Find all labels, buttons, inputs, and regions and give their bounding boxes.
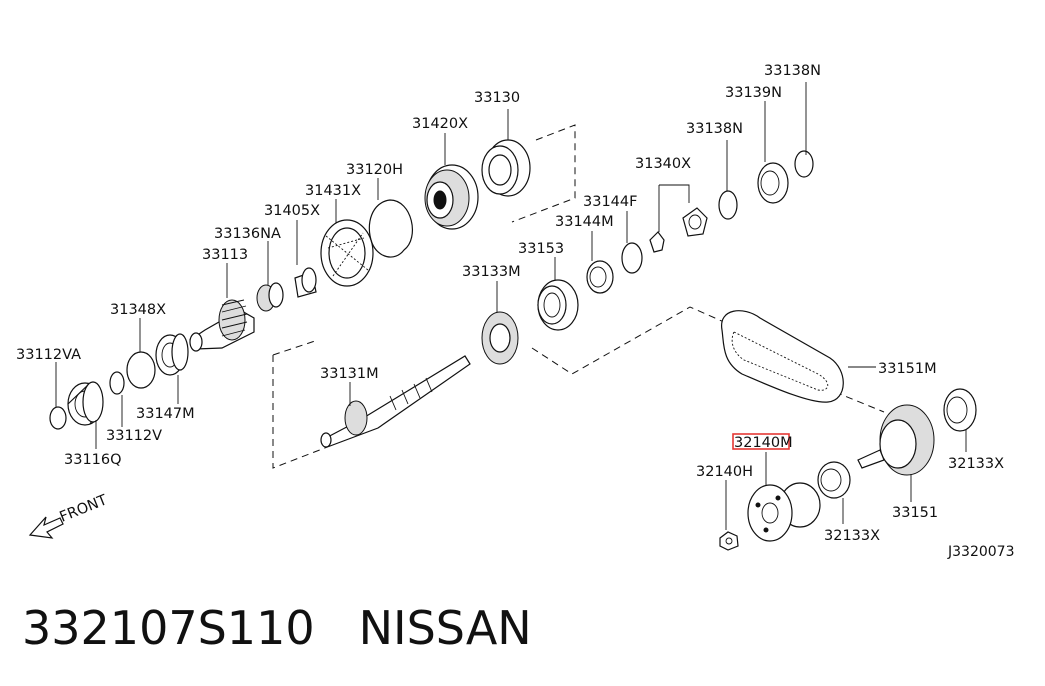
label-31431x[interactable]: 31431X bbox=[305, 183, 361, 199]
snap-ring-33112v[interactable] bbox=[109, 371, 125, 395]
label-33151[interactable]: 33151 bbox=[892, 505, 938, 521]
snap-ring-33112va[interactable] bbox=[49, 406, 67, 430]
drawing-code: J3320073 bbox=[947, 544, 1014, 560]
bearing-33139n[interactable] bbox=[757, 162, 789, 204]
label-33130[interactable]: 33130 bbox=[474, 90, 520, 106]
clutch-hub-31420x[interactable] bbox=[424, 164, 479, 230]
label-32140h[interactable]: 32140H bbox=[696, 464, 753, 480]
drive-chain-33151m[interactable] bbox=[721, 310, 844, 403]
bearing-33144m[interactable] bbox=[586, 260, 614, 294]
label-31340x[interactable]: 31340X bbox=[635, 156, 691, 172]
companion-flange-32140m[interactable] bbox=[747, 482, 821, 542]
label-33153[interactable]: 33153 bbox=[518, 241, 564, 257]
main-shaft-33131m[interactable] bbox=[320, 355, 471, 448]
nut-32140h[interactable] bbox=[719, 531, 739, 551]
front-arrow-icon: FRONT bbox=[28, 492, 110, 539]
label-32133x-right[interactable]: 32133X bbox=[948, 456, 1004, 472]
label-32133x[interactable]: 32133X bbox=[824, 528, 880, 544]
snap-ring-31348x[interactable] bbox=[126, 351, 156, 389]
label-31405x[interactable]: 31405X bbox=[264, 203, 320, 219]
label-33131m[interactable]: 33131M bbox=[320, 366, 379, 382]
label-33120h[interactable]: 33120H bbox=[346, 162, 403, 178]
assembly-dashed-outlines bbox=[272, 124, 885, 469]
bearing-33116q[interactable] bbox=[67, 381, 104, 426]
footer-title: 332107S110 NISSAN bbox=[22, 598, 532, 658]
brand-name: NISSAN bbox=[358, 601, 532, 655]
label-33147m[interactable]: 33147M bbox=[136, 406, 195, 422]
label-33116q[interactable]: 33116Q bbox=[64, 452, 122, 468]
leader-lines bbox=[55, 82, 967, 530]
oil-pump-31340x[interactable] bbox=[649, 207, 708, 253]
label-33112v[interactable]: 33112V bbox=[106, 428, 162, 444]
snap-ring-33138n-top[interactable] bbox=[794, 150, 814, 178]
snap-ring-33138n[interactable] bbox=[718, 190, 738, 220]
gear-33130[interactable] bbox=[481, 139, 531, 197]
input-shaft-33113[interactable] bbox=[189, 299, 255, 352]
label-33138n-top[interactable]: 33138N bbox=[764, 63, 821, 79]
label-33113[interactable]: 33113 bbox=[202, 247, 248, 263]
needle-bearing-33136na[interactable] bbox=[256, 282, 284, 312]
snap-ring-33120h[interactable] bbox=[368, 199, 413, 258]
label-33151m[interactable]: 33151M bbox=[878, 361, 937, 377]
label-31420x[interactable]: 31420X bbox=[412, 116, 468, 132]
label-33136na[interactable]: 33136NA bbox=[214, 226, 281, 242]
chain-ring-31431x[interactable] bbox=[320, 219, 374, 287]
part-number: 332107S110 bbox=[22, 601, 315, 655]
snap-ring-33144f[interactable] bbox=[621, 242, 643, 274]
bearing-32133x[interactable] bbox=[817, 461, 851, 499]
label-33112va[interactable]: 33112VA bbox=[16, 347, 81, 363]
gear-33133m[interactable] bbox=[481, 311, 519, 365]
label-33138n[interactable]: 33138N bbox=[686, 121, 743, 137]
highlight-box-32140m bbox=[732, 433, 790, 450]
part-labels: 33138N 33139N 33138N 33130 31420X 33120H… bbox=[16, 63, 1014, 560]
bearing-33153[interactable] bbox=[537, 279, 579, 331]
label-31348x[interactable]: 31348X bbox=[110, 302, 166, 318]
label-32140m[interactable]: 32140M bbox=[734, 435, 793, 451]
sleeve-31405x[interactable] bbox=[294, 267, 317, 298]
label-33144m[interactable]: 33144M bbox=[555, 214, 614, 230]
front-label: FRONT bbox=[58, 492, 110, 525]
label-33144f[interactable]: 33144F bbox=[583, 194, 637, 210]
bearing-33147m[interactable] bbox=[155, 333, 189, 376]
label-33133m[interactable]: 33133M bbox=[462, 264, 521, 280]
bearing-32133x-right[interactable] bbox=[943, 388, 977, 432]
output-sprocket-33151[interactable] bbox=[857, 404, 935, 476]
label-33139n[interactable]: 33139N bbox=[725, 85, 782, 101]
